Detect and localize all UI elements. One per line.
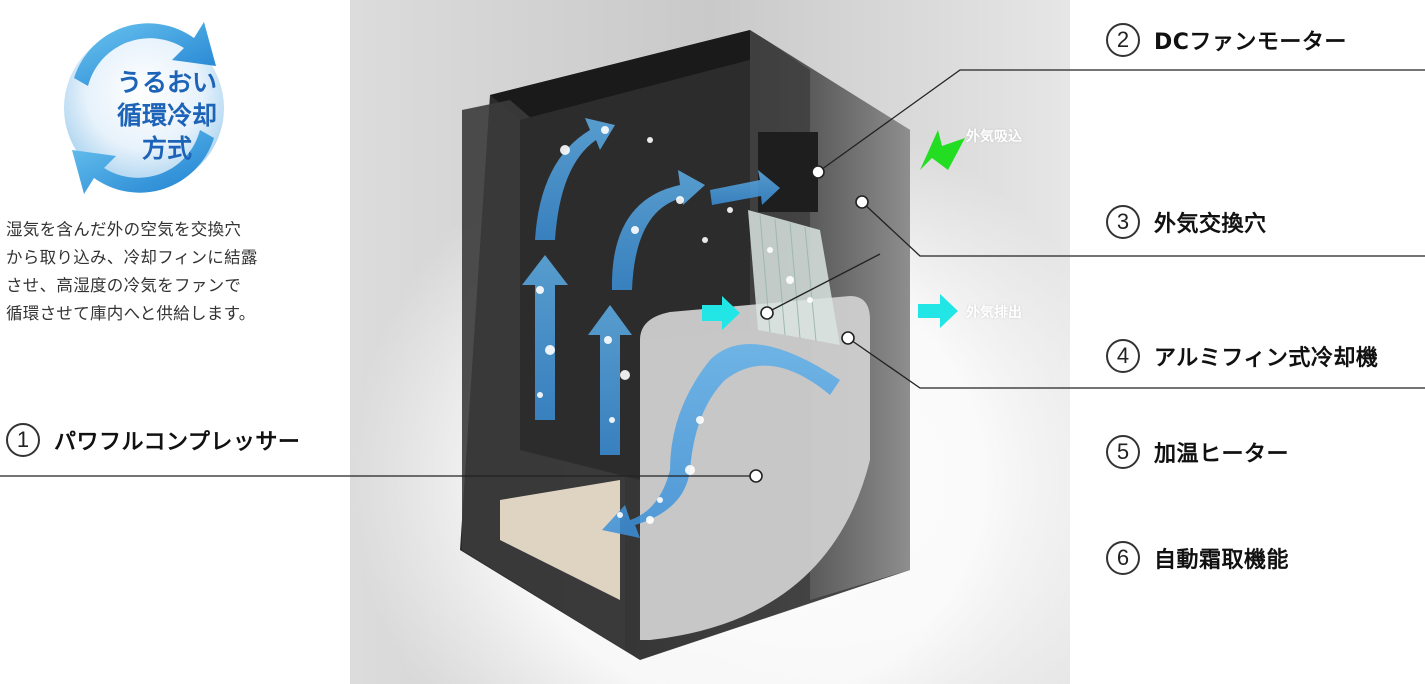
description-line: から取り込み、冷却フィンに結露 bbox=[6, 248, 258, 267]
callout-text: 自動霜取機能 bbox=[1154, 548, 1290, 573]
description-line: 湿気を含んだ外の空気を交換穴 bbox=[6, 220, 242, 239]
callout-compressor: 1 パワフルコンプレッサー bbox=[6, 423, 300, 457]
callout-text: アルミフィン式冷却機 bbox=[1154, 346, 1379, 371]
callout-text: DCファンモーター bbox=[1154, 30, 1347, 55]
logo-line-2: 循環冷却 bbox=[116, 101, 217, 130]
callout-number: 1 bbox=[6, 423, 40, 457]
airflow-arrows bbox=[522, 118, 840, 538]
exhaust-label: 外気排出 bbox=[966, 305, 1022, 321]
logo-title: うるおい 循環冷却 方式 bbox=[102, 66, 232, 165]
callout-heater: 5 加温ヒーター bbox=[1106, 435, 1289, 469]
callout-number: 3 bbox=[1106, 205, 1140, 239]
description-line: 循環させて庫内へと供給します。 bbox=[6, 304, 256, 323]
callout-auto-defrost: 6 自動霜取機能 bbox=[1106, 541, 1289, 575]
logo-line-1: うるおい bbox=[116, 68, 217, 97]
exhaust-arrow-icon-left bbox=[702, 296, 740, 330]
callout-number: 4 bbox=[1106, 339, 1140, 373]
callout-number: 2 bbox=[1106, 23, 1140, 57]
callout-text: パワフルコンプレッサー bbox=[54, 430, 301, 455]
logo-line-3: 方式 bbox=[141, 134, 192, 163]
callout-air-exchange-hole: 3 外気交換穴 bbox=[1106, 205, 1267, 239]
callout-text: 加温ヒーター bbox=[1154, 442, 1290, 467]
description-line: させ、高湿度の冷気をファンで bbox=[6, 276, 242, 295]
callout-number: 6 bbox=[1106, 541, 1140, 575]
cycle-arrows-icon bbox=[64, 22, 224, 194]
description-text: 湿気を含んだ外の空気を交換穴 から取り込み、冷却フィンに結露 させ、高湿度の冷気… bbox=[6, 216, 306, 328]
callout-number: 5 bbox=[1106, 435, 1140, 469]
cycle-logo-badge: うるおい 循環冷却 方式 bbox=[44, 8, 244, 208]
callout-text: 外気交換穴 bbox=[1154, 212, 1267, 237]
callout-dc-fan-motor: 2 DCファンモーター bbox=[1106, 23, 1347, 57]
exhaust-arrow-icon-right bbox=[918, 294, 958, 328]
callout-aluminum-fin-cooler: 4 アルミフィン式冷却機 bbox=[1106, 339, 1378, 373]
intake-label: 外気吸込 bbox=[966, 129, 1022, 145]
cooler-cutaway-illustration bbox=[350, 0, 1070, 684]
